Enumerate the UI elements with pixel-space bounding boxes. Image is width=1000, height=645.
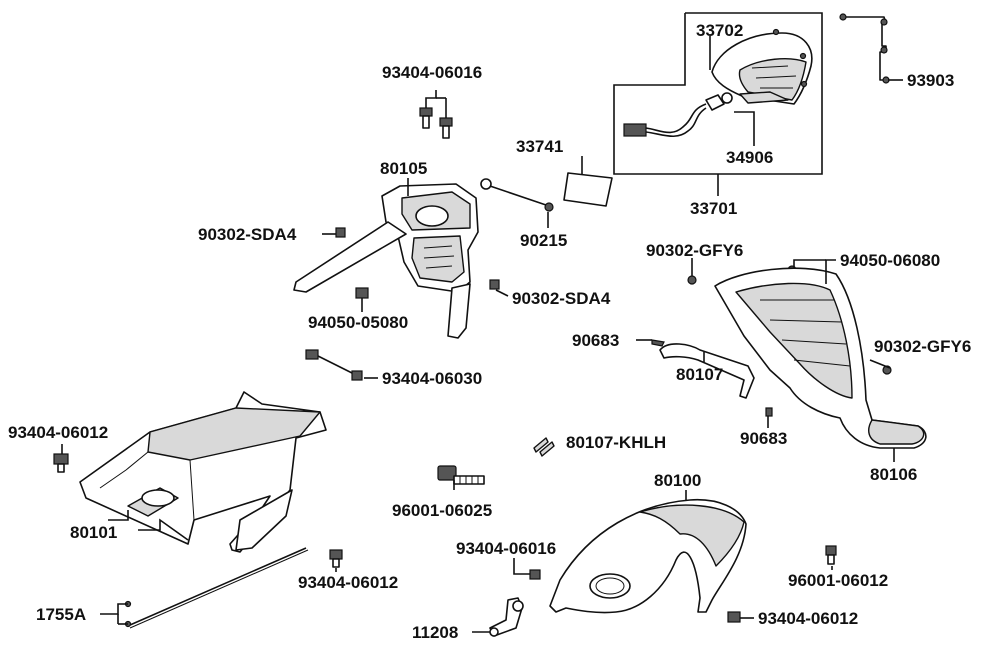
label-90302-gfy6-right: 90302-GFY6 [874,337,971,356]
parts-80107-khlh [533,437,555,457]
side-cover-80106 [714,267,927,449]
bolt-93404-06030 [305,349,363,381]
screw-90215 [480,178,554,212]
bolt-93404-06012-left [53,453,69,473]
bolt-93404-06012-mid [329,549,343,568]
bolt-93404-06016-bottom [529,569,541,580]
bolt-96001-06025 [437,465,485,485]
label-80106: 80106 [870,465,917,484]
label-1755a: 1755A [36,605,86,624]
label-34906: 34906 [726,148,773,167]
label-94050-05080: 94050-05080 [308,313,408,332]
label-33741: 33741 [516,137,563,156]
label-80107: 80107 [676,365,723,384]
label-96001-06025: 96001-06025 [392,501,492,520]
label-94050-06080: 94050-06080 [840,251,940,270]
plate-33741 [563,172,613,207]
label-90302-gfy6-top: 90302-GFY6 [646,241,743,260]
license-bracket-80105 [293,183,479,339]
tail-light-assembly [613,12,823,175]
undertray-80101 [79,391,327,553]
label-90683-bottom: 90683 [740,429,787,448]
label-96001-06012: 96001-06012 [788,571,888,590]
label-11208: 11208 [412,623,458,642]
label-93404-06012-right: 93404-06012 [758,609,858,628]
wire-1755a [124,547,309,629]
bolt-93404-06012-right [727,611,741,623]
label-93404-06016-bottom: 93404-06016 [456,539,556,558]
label-80107-khlh: 80107-KHLH [566,433,666,452]
label-93404-06012-mid: 93404-06012 [298,573,398,592]
label-80105: 80105 [380,159,427,178]
label-33702: 33702 [696,21,743,40]
bolts-93404-06016-top [419,107,453,139]
label-93903: 93903 [907,71,954,90]
label-80100: 80100 [654,471,701,490]
bolt-96001-06012 [825,545,837,565]
label-93404-06012-left: 93404-06012 [8,423,108,442]
label-90683-left: 90683 [572,331,619,350]
label-90215: 90215 [520,231,567,250]
leader-lines [61,36,903,633]
part-labels: 33702 93903 34906 33701 93404-06016 3374… [8,21,971,642]
label-93404-06016-top: 93404-06016 [382,63,482,82]
rear-fender-80100 [549,498,747,614]
label-90302-sda4-right: 90302-SDA4 [512,289,611,308]
label-80101: 80101 [70,523,117,542]
stay-80107 [659,343,755,399]
clip-11208 [489,597,524,637]
label-93404-06030: 93404-06030 [382,369,482,388]
label-90302-sda4-left: 90302-SDA4 [198,225,297,244]
label-33701: 33701 [690,199,737,218]
bracket-93903 [839,13,890,84]
